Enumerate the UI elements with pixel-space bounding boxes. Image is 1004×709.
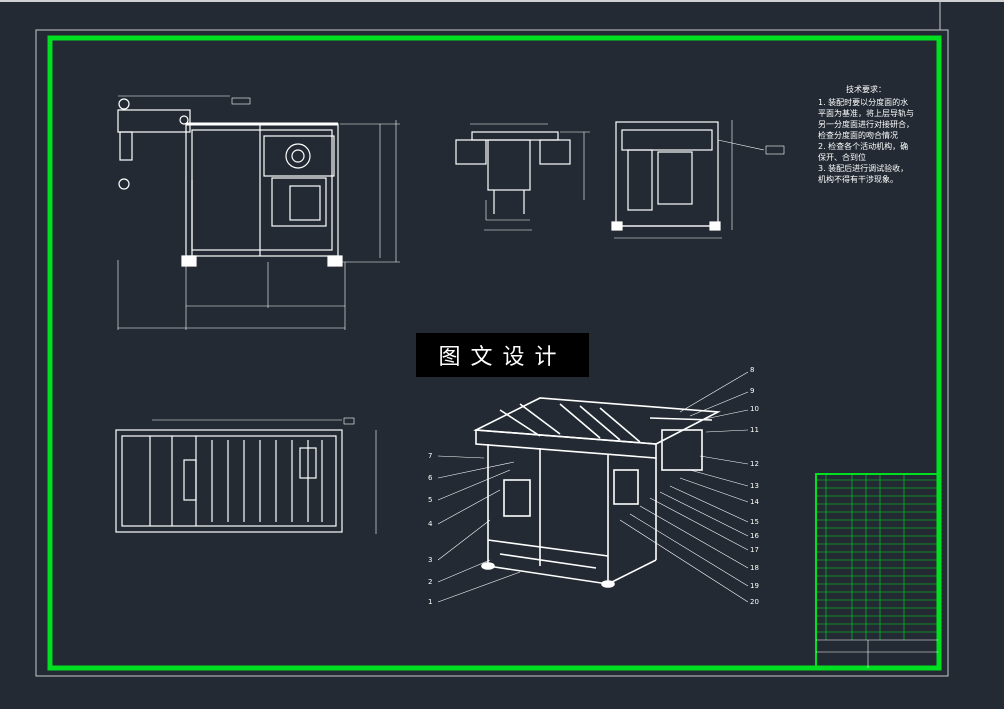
part-number-9: 9 bbox=[750, 387, 754, 395]
part-number-13: 13 bbox=[750, 482, 759, 490]
top-view bbox=[115, 417, 377, 534]
outer-border bbox=[35, 29, 949, 677]
part-number-17: 17 bbox=[750, 546, 759, 554]
part-number-16: 16 bbox=[750, 532, 759, 540]
part-number-20: 20 bbox=[750, 598, 759, 606]
part-number-18: 18 bbox=[750, 564, 759, 572]
end-view bbox=[611, 120, 785, 239]
leader-lines bbox=[437, 371, 749, 603]
part-number-7: 7 bbox=[428, 452, 432, 460]
part-number-5: 5 bbox=[428, 496, 432, 504]
isometric-view bbox=[473, 397, 721, 588]
part-number-3: 3 bbox=[428, 556, 432, 564]
part-number-19: 19 bbox=[750, 582, 759, 590]
tech-req-title: 技术要求： bbox=[846, 85, 886, 94]
part-number-1: 1 bbox=[428, 598, 432, 606]
parts-list-table bbox=[815, 473, 939, 669]
front-view bbox=[117, 95, 400, 330]
technical-requirements: 技术要求： 1. 装配时要以分度面的水平面为基准，将上层导轨与另一分度面进行对接… bbox=[818, 84, 914, 185]
part-number-10: 10 bbox=[750, 405, 759, 413]
tech-req-item-1: 1. 装配时要以分度面的水平面为基准，将上层导轨与另一分度面进行对接研合，检查分… bbox=[818, 98, 914, 140]
watermark-banner: 图文设计 bbox=[416, 333, 589, 377]
part-number-14: 14 bbox=[750, 498, 759, 506]
part-number-4: 4 bbox=[428, 520, 433, 528]
tech-req-item-3: 3. 装配后进行调试验收，机构不得有干涉现象。 bbox=[818, 164, 909, 184]
tech-req-item-2: 2. 检查各个活动机构，确保开、合到位 bbox=[818, 142, 909, 162]
green-frame bbox=[47, 35, 942, 671]
part-number-6: 6 bbox=[428, 474, 433, 482]
part-number-15: 15 bbox=[750, 518, 759, 526]
part-number-2: 2 bbox=[428, 578, 432, 586]
top-edge-line bbox=[0, 0, 1004, 2]
part-number-11: 11 bbox=[750, 426, 759, 434]
part-number-12: 12 bbox=[750, 460, 759, 468]
side-view bbox=[455, 123, 590, 231]
part-number-8: 8 bbox=[750, 366, 754, 374]
